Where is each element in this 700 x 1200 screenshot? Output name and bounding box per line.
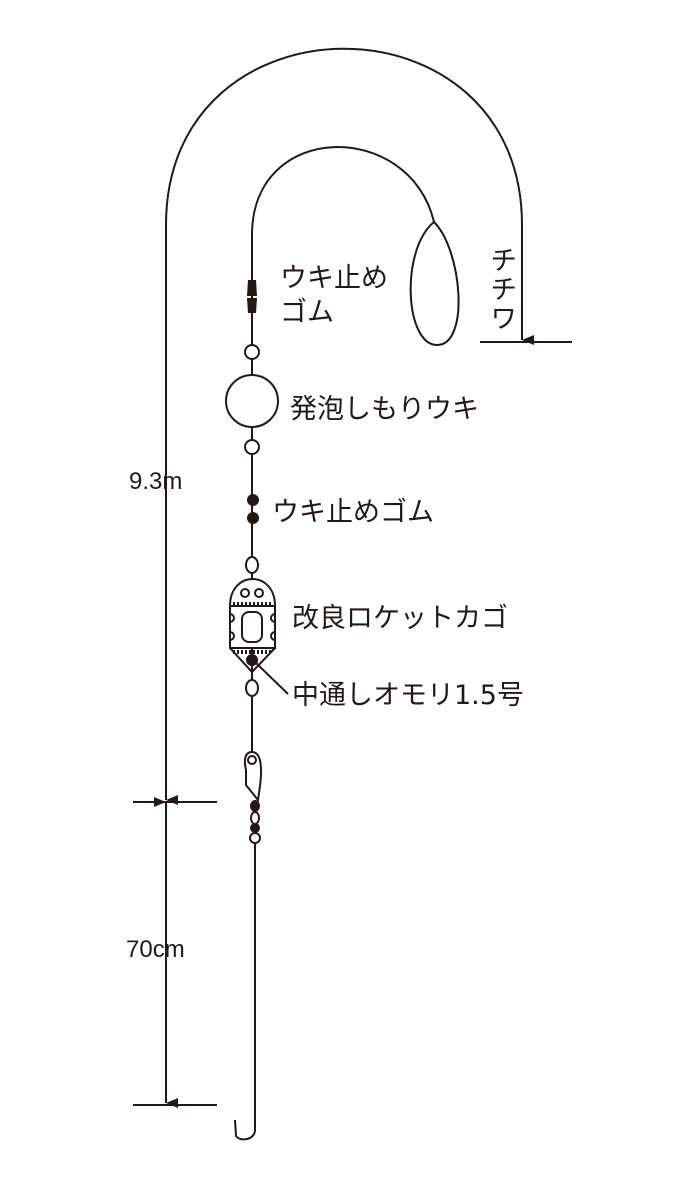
stopper-rubber-mid-label: ウキ止めゴム: [272, 497, 434, 528]
float-icon: [225, 374, 279, 428]
sinker-label: 中通しオモリ1.5号: [292, 680, 524, 711]
chichiwa-label: チチワ: [485, 246, 516, 333]
stopper-rubber-icon: [247, 280, 257, 313]
stopper-rubber-label: ウキ止め ゴム: [280, 262, 388, 330]
hook-icon: [234, 1110, 256, 1141]
chichiwa-loop: [409, 220, 460, 347]
stopper-rubber-dot-icon: [247, 494, 259, 506]
stopper-rubber-dot-icon: [247, 512, 259, 524]
float-label: 発泡しもりウキ: [290, 394, 479, 425]
stopper-label-line2: ゴム: [280, 297, 334, 328]
main-line-top: [251, 146, 435, 345]
total-length-label: 9.3m: [129, 468, 183, 495]
sinker-leader-line: [252, 659, 289, 695]
outer-arc: [165, 47, 534, 345]
bead-icon: [245, 679, 259, 697]
stopper-label-line1: ウキ止め: [280, 263, 388, 294]
basket-label: 改良ロケットカゴ: [292, 603, 508, 634]
rocket-basket-icon: [228, 578, 277, 674]
bead-icon: [245, 556, 259, 574]
snap-swivel-icon: [243, 750, 262, 844]
leader-length-label: 70cm: [126, 936, 185, 963]
bead-icon: [244, 439, 260, 455]
bead-icon: [244, 344, 260, 360]
